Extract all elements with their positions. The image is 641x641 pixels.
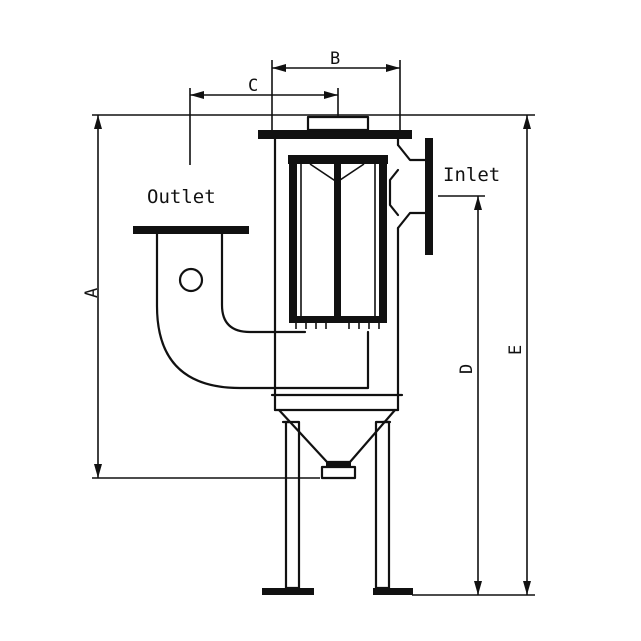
basket-bottom-plate [289,316,387,323]
dimension-e-label: E [506,345,526,355]
inlet-flange [425,138,433,255]
basket-center-rod [334,164,341,322]
outlet-flange [133,226,249,234]
outlet-port-circle [178,267,204,293]
dimension-arrows [94,64,531,595]
dimension-c-label: C [248,76,258,96]
leg-left [284,420,301,590]
inlet-nozzle [388,138,433,255]
support-legs [262,420,413,595]
dimension-b-label: B [330,49,340,69]
top-cap [306,115,370,132]
top-cover [258,115,412,139]
outlet-elbow [133,226,370,390]
inlet-label: Inlet [443,164,500,186]
housing-body [270,137,404,397]
drain-neck [326,462,351,467]
leg-right [374,420,391,590]
top-flange [258,130,412,139]
cone-bottom [273,393,400,480]
dimension-lines [92,60,535,596]
foot-left [262,588,314,595]
drain-plug [320,465,357,480]
dimension-a-label: A [82,288,102,298]
dimension-d-label: D [457,364,477,374]
outlet-label: Outlet [147,186,216,208]
foot-right [373,588,413,595]
basket-wall-left [289,164,297,319]
basket-top-ring [288,155,388,164]
filter-basket [288,155,388,329]
basket-wall-right [379,164,387,319]
